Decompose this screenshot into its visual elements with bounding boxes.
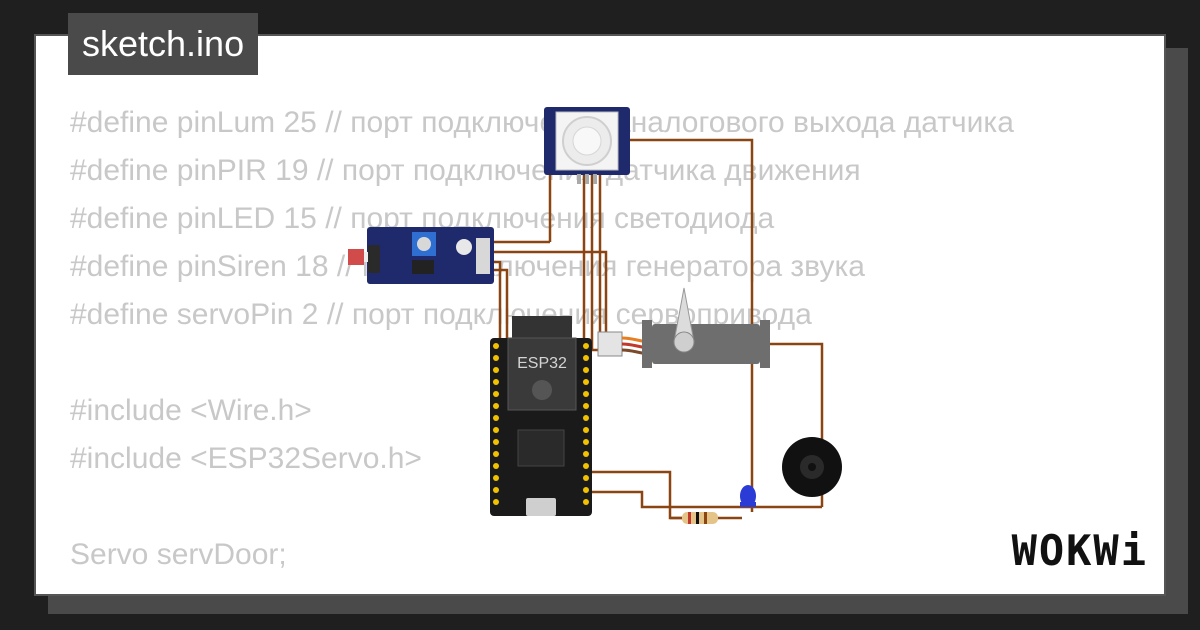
code-line: #define pinPIR 19 // порт подключения да…	[70, 154, 861, 187]
code-line: #include <ESP32Servo.h>	[70, 442, 422, 475]
pir-sensor	[544, 107, 630, 184]
preview-card: #define pinLum 25 // порт подключения ан…	[34, 34, 1166, 596]
resistor	[670, 512, 742, 524]
wokwi-logo: WOKWi	[1011, 526, 1148, 575]
code-line: #include <Wire.h>	[70, 394, 312, 427]
esp32-label: ESP32	[517, 355, 567, 372]
circuit-diagram: ESP32	[348, 107, 842, 524]
code-line: #define pinLum 25 // порт подключения ан…	[70, 106, 1014, 139]
file-name-tab[interactable]: sketch.ino	[68, 13, 259, 75]
esp32-board: ESP32	[490, 316, 592, 516]
servo-motor	[597, 287, 770, 368]
led	[740, 485, 756, 507]
light-sensor-module	[348, 227, 494, 284]
buzzer	[782, 437, 842, 497]
code-line: Servo servDoor;	[70, 538, 287, 571]
